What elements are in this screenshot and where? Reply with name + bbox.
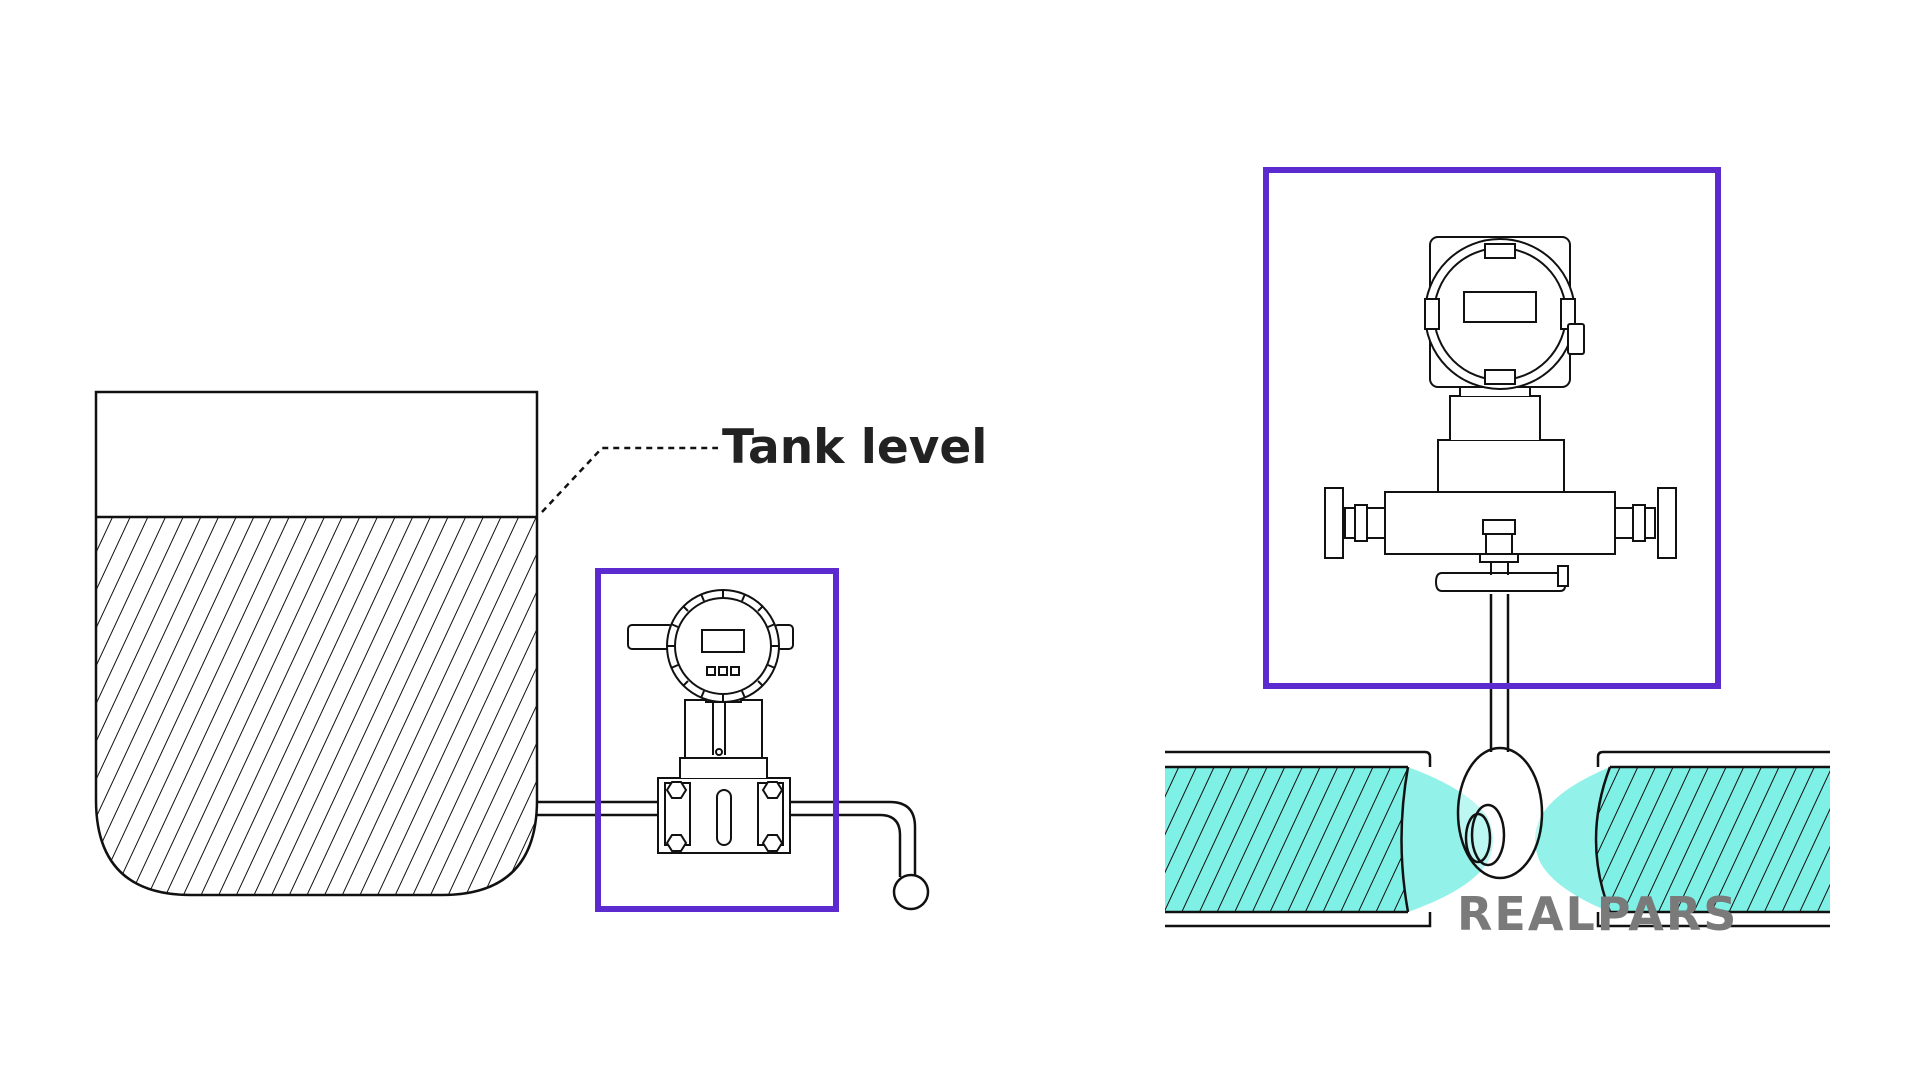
tank-level-callout: Tank level — [541, 420, 987, 513]
callout-leader-line — [541, 446, 718, 513]
flow-pipe — [1165, 750, 1830, 928]
dp-transmitter-left — [627, 589, 794, 854]
tank-liquid-hatch — [96, 517, 537, 895]
dp-transmitter-right — [1324, 236, 1677, 592]
orifice-plate — [1456, 594, 1544, 880]
realpars-watermark: REALPARS — [1457, 887, 1738, 941]
tank-level-label: Tank level — [722, 420, 987, 475]
tank-outline — [94, 390, 539, 897]
tank — [94, 390, 539, 897]
highlight-box-left — [595, 568, 839, 912]
highlight-box-right — [1263, 167, 1721, 689]
pipe-end-cap — [892, 873, 930, 911]
impulse-pipe — [537, 800, 917, 877]
